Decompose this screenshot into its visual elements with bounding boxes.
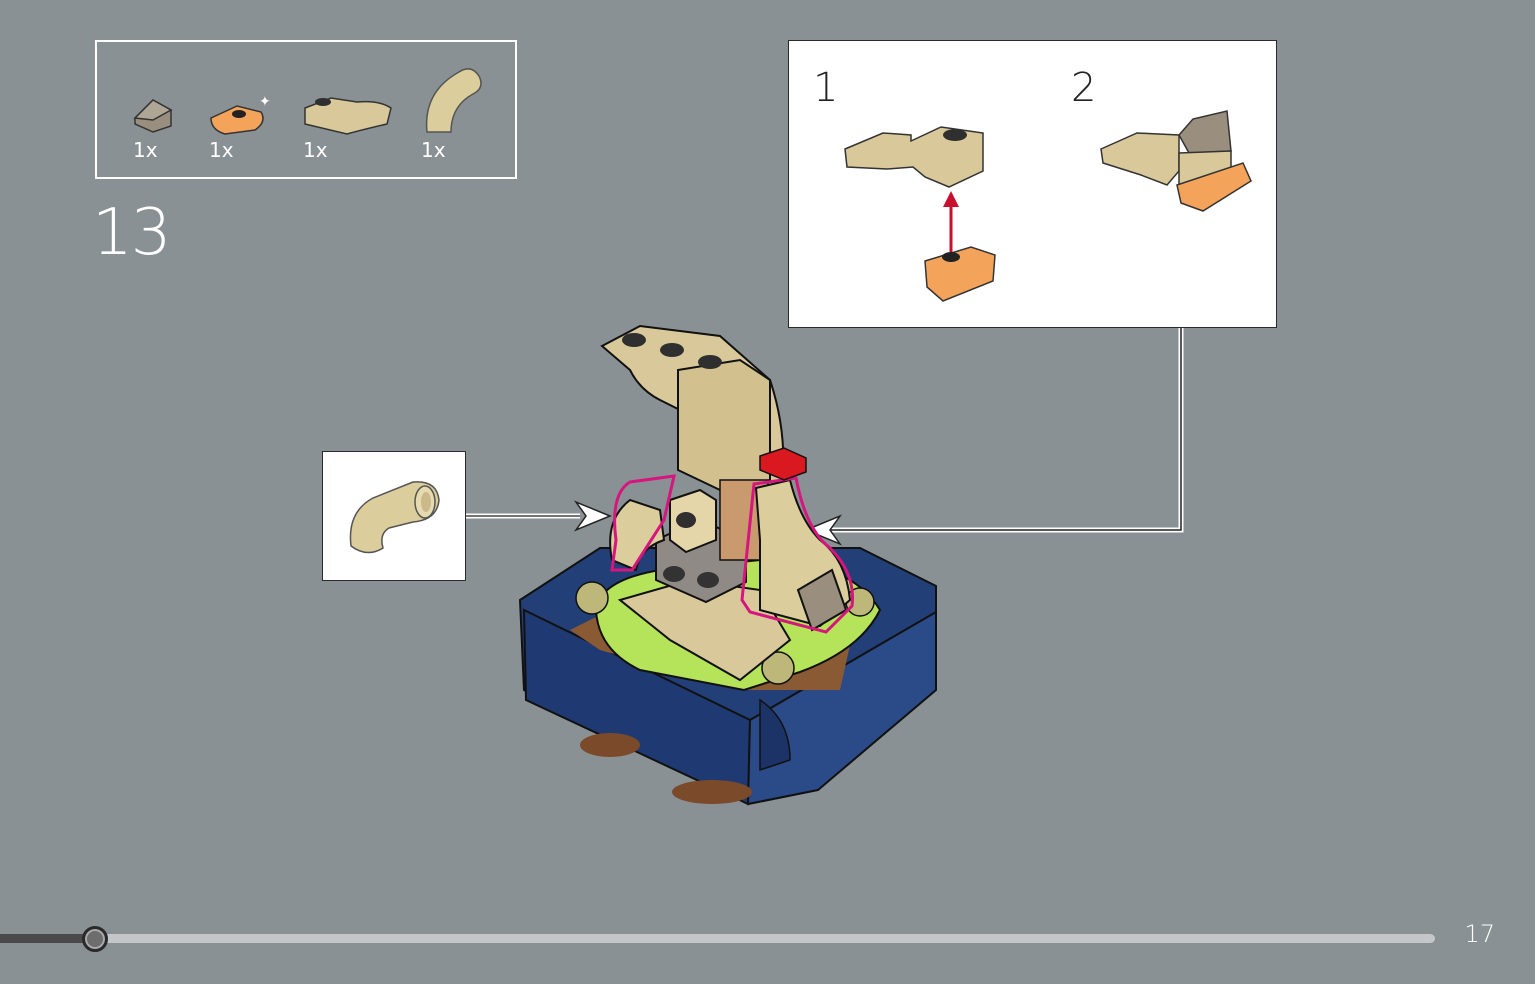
sub-step-1-illustration	[844, 126, 996, 302]
new-part-callout	[322, 451, 466, 581]
part-qty: 1x	[133, 138, 158, 162]
progress-fill	[0, 934, 95, 943]
part-qty: 1x	[209, 138, 234, 162]
dark-tan-slope-icon	[133, 99, 173, 133]
sub-step-2-illustration	[1100, 110, 1252, 212]
tan-curved-arch-icon	[349, 481, 440, 554]
page-progress-bar[interactable]	[0, 926, 1440, 952]
tan-curved-slope-icon	[304, 97, 392, 135]
progress-knob[interactable]	[82, 926, 108, 952]
sub-step-number: 1	[813, 65, 839, 111]
svg-text:✦: ✦	[259, 94, 271, 109]
step-number: 13	[92, 196, 171, 270]
sub-assembly-box: 1 2	[788, 40, 1277, 328]
part-qty: 1x	[421, 138, 446, 162]
parts-list-box: 1x ✦ 1x 1x 1x	[95, 40, 517, 179]
tan-curved-arch-icon	[425, 68, 482, 133]
orange-round-plate-icon: ✦	[210, 94, 271, 135]
progress-track[interactable]	[95, 934, 1435, 943]
part-qty: 1x	[303, 138, 328, 162]
sub-step-number: 2	[1071, 65, 1097, 111]
page-number: 17	[1464, 920, 1495, 948]
